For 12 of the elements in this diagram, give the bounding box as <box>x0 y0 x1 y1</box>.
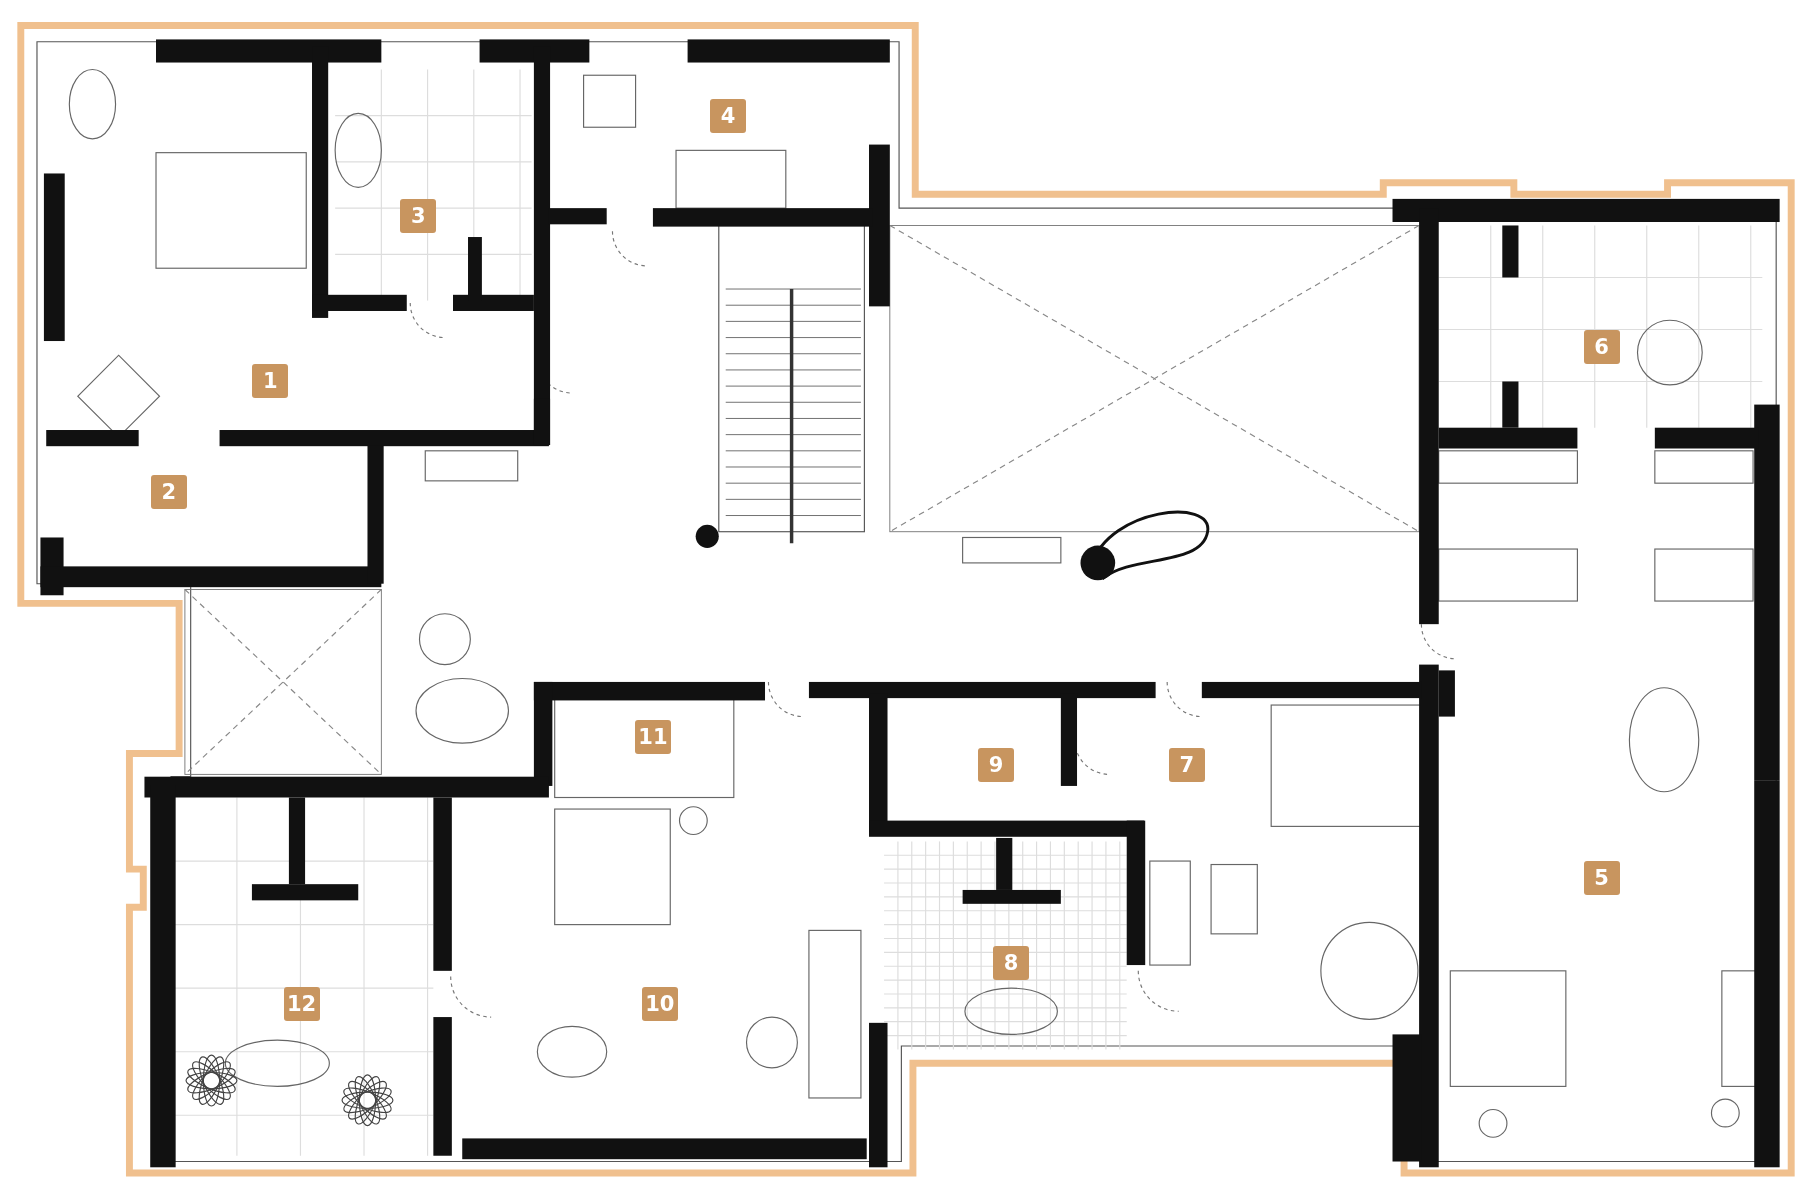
callout-number: 4 <box>710 98 747 133</box>
callout-number: 8 <box>993 945 1030 980</box>
callout-number: 2 <box>150 475 187 510</box>
callout-number: 5 <box>1583 861 1620 896</box>
callout-number: 10 <box>641 987 678 1022</box>
callout-number: 12 <box>283 987 320 1022</box>
callout-number: 9 <box>978 748 1015 782</box>
callout-number: 3 <box>400 199 437 234</box>
callout-number: 6 <box>1583 329 1620 364</box>
callout-number: 1 <box>252 364 289 399</box>
callout-number: 7 <box>1168 748 1205 782</box>
callout-number: 11 <box>634 720 671 755</box>
